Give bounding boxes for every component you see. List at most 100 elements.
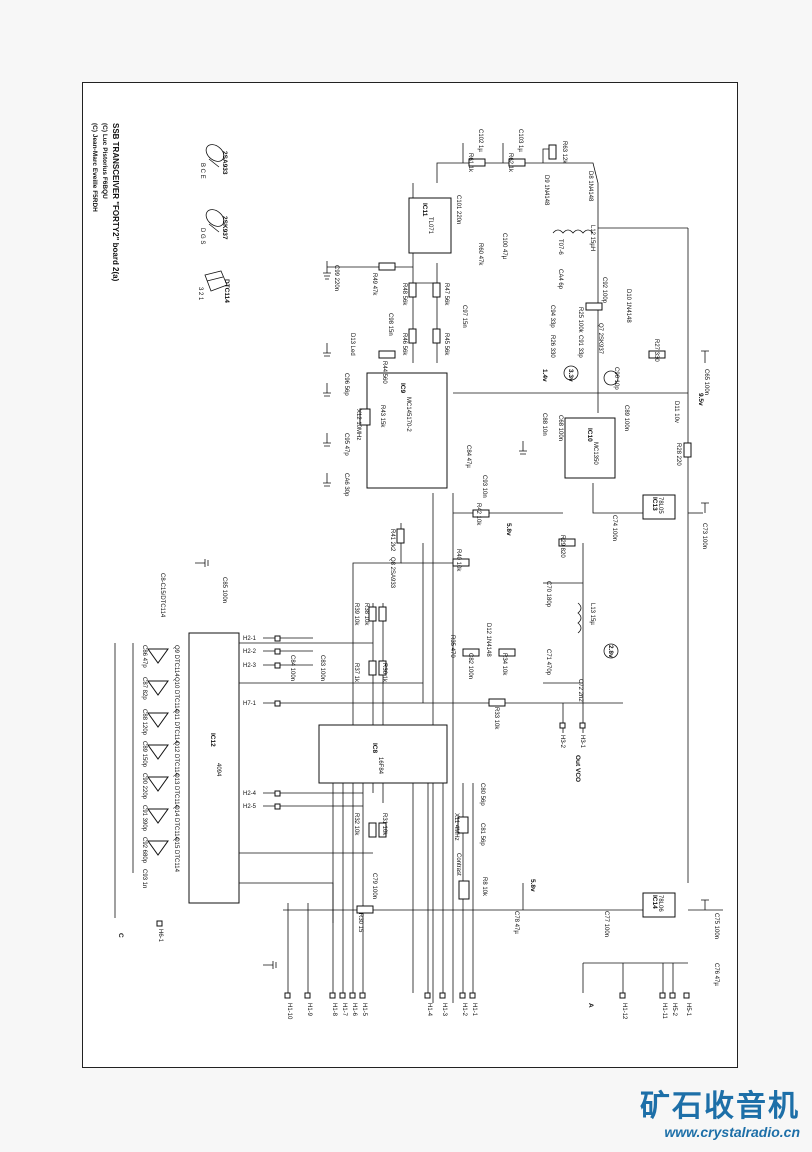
ic-ref: IC12 xyxy=(209,733,216,747)
ic-part: 4094 xyxy=(215,763,221,777)
schematic-drawing: SSB TRANSCEIVER "FORTY2" board 2(a) (C) … xyxy=(91,123,723,1020)
h1-12: H1-12 xyxy=(621,1003,627,1020)
part-label: C88 10n xyxy=(541,413,547,436)
part-label: Q13 DTC114 xyxy=(173,773,179,809)
package-pins: 3 2 1 xyxy=(197,287,203,301)
package-name: 2SA933 xyxy=(221,151,228,175)
part-label: C90 10p xyxy=(613,367,619,390)
package-pins: B C E xyxy=(199,163,205,179)
ic-ref: IC14 xyxy=(651,895,658,909)
h1-5: H1-5 xyxy=(361,1003,367,1017)
part-label: C94 33p xyxy=(549,305,555,328)
part-label: T07-6 xyxy=(557,239,563,255)
part-label: R25 100k xyxy=(577,307,583,334)
ic-ref: IC9 xyxy=(399,383,406,394)
h1-2: H1-2 xyxy=(461,1003,467,1017)
part-label: C78 47µ xyxy=(513,911,519,934)
part-label: C99 220n xyxy=(333,265,339,291)
crystal-x11 xyxy=(457,816,469,834)
ic-ref: IC8 xyxy=(371,743,378,754)
part-label: R44 560 xyxy=(381,361,387,384)
part-label: Q7 2SK937 xyxy=(597,323,603,355)
part-label: D8 1N4148 xyxy=(587,171,593,202)
part-label: C75 100n xyxy=(713,913,719,939)
h3-2: H3-2 xyxy=(559,735,565,749)
part-label: R8 10k xyxy=(481,877,487,897)
part-label: C91 390p xyxy=(141,805,147,832)
net-label: 9.5v xyxy=(697,393,704,406)
part-label: C71 470p xyxy=(545,649,551,676)
net-label-contrast: Contrast xyxy=(455,853,461,876)
part-label: D12 1N4148 xyxy=(485,623,491,657)
connector-pins xyxy=(156,635,690,999)
node-c: C xyxy=(117,933,124,938)
part-label: C102 1µ xyxy=(477,129,483,152)
part-label: C93 10n xyxy=(481,475,487,498)
part-label: X11 4MHz xyxy=(453,813,459,841)
schematic-sheet: SSB TRANSCEIVER "FORTY2" board 2(a) (C) … xyxy=(82,82,738,1068)
package-name: DTC114 xyxy=(223,279,230,303)
part-label: C68 100n xyxy=(557,415,563,441)
part-label: R37 1k xyxy=(353,663,359,683)
h1-4: H1-4 xyxy=(426,1003,432,1017)
ic10: IC10 MC1350 xyxy=(564,417,616,479)
ic-ref: IC10 xyxy=(586,428,593,442)
connector-h5: H5-2 H5-1 xyxy=(671,1003,691,1017)
component-labels: R61 1k R62 1k R63 12k C102 1µ C103 1µ D8… xyxy=(141,129,719,986)
net-label: 3.3v xyxy=(567,369,574,382)
part-label: Q11 DTC114 xyxy=(173,709,179,744)
part-label: C81 56p xyxy=(479,823,485,846)
connector-h6: H6-1 xyxy=(157,929,163,943)
connector-h2: H2-1 H2-2 H2-3 H2-4 H2-5 xyxy=(243,636,257,810)
part-label: R35 470 xyxy=(449,635,455,658)
package-2sk937: 2SK937 D G S xyxy=(199,209,228,244)
part-label: X12 10MHz xyxy=(355,409,361,440)
title-line-3: (C) Jean-Marc Eveille F5RDH xyxy=(91,123,98,212)
part-label: C79 100n xyxy=(371,873,377,899)
node-a: A xyxy=(587,1003,594,1008)
h1-9: H1-9 xyxy=(306,1003,312,1017)
part-label: R62 1k xyxy=(507,153,513,173)
part-label: CA4 6p xyxy=(557,269,563,290)
ic-part: TL071 xyxy=(427,217,433,235)
ic13: IC13 78L05 xyxy=(642,494,676,520)
part-label: Q14 DTC114 xyxy=(173,805,179,841)
part-label: R38 10k xyxy=(363,603,369,626)
voltage-probes xyxy=(563,365,619,659)
h5-1: H5-1 xyxy=(685,1003,691,1017)
part-label: R46 56k xyxy=(401,333,407,356)
part-label: C92 680p xyxy=(141,837,147,864)
part-label: R40 10k xyxy=(455,549,461,572)
ic12: IC12 4094 xyxy=(188,632,240,904)
h1-1: H1-1 xyxy=(471,1003,477,1017)
part-label: C73 100n xyxy=(701,523,707,549)
h2-3: H2-3 xyxy=(243,663,257,669)
part-label: Q8 2SA933 xyxy=(389,557,395,589)
part-label: C80 56p xyxy=(479,783,485,806)
h1-8: H1-8 xyxy=(331,1003,337,1017)
watermark: 矿石收音机 www.crystalradio.cn xyxy=(640,1090,800,1141)
net-label-c8-c15: C8-C15/DTC114 xyxy=(159,573,165,618)
package-pins: D G S xyxy=(199,228,205,244)
part-label: L12 15µH xyxy=(589,225,595,251)
h3-1: H3-1 xyxy=(579,735,585,749)
part-label: Q9 DTC114 xyxy=(173,645,179,677)
h1-11: H1-11 xyxy=(661,1003,667,1020)
inductor-l12 xyxy=(552,229,594,234)
net-labels: 5.8v 9.5v 5.8v 2.8v 3.3v 1.4v Out VCO Co… xyxy=(117,369,704,1008)
part-label: R60 47k xyxy=(477,243,483,266)
part-label: R27 330 xyxy=(653,339,659,362)
h6-1: H6-1 xyxy=(157,929,163,943)
part-label: C85 100n xyxy=(221,577,227,603)
package-dtc114: DTC114 3 2 1 xyxy=(197,270,230,303)
h2-1: H2-1 xyxy=(243,636,257,642)
part-label: R49 47k xyxy=(371,273,377,296)
part-label: C91 33p xyxy=(577,335,583,358)
part-label: R45 56k xyxy=(443,333,449,356)
part-label: C84 100n xyxy=(289,655,295,681)
ic-part: 78L05 xyxy=(657,497,663,514)
part-label: C72 2n2 xyxy=(577,679,583,702)
part-label: C86 47p xyxy=(141,645,147,668)
part-label: R48 56k xyxy=(401,283,407,306)
net-label: 5.8v xyxy=(529,879,536,892)
